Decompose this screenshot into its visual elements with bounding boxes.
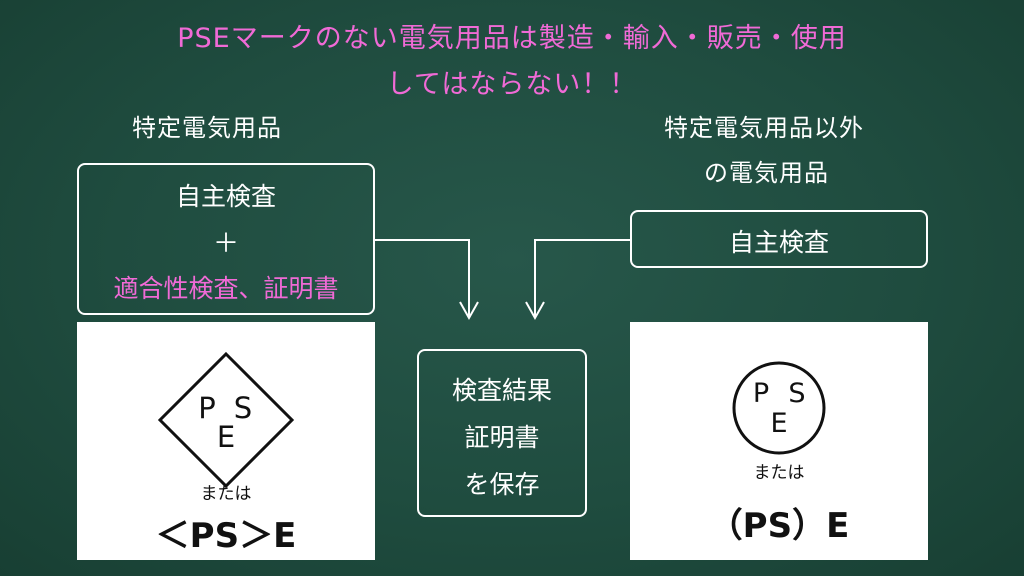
right-alt-mark: （PS）E <box>708 506 850 546</box>
left-box-conformity-inspection: 適合性検査、証明書 <box>113 274 339 303</box>
left-to-center-arrow <box>375 239 470 316</box>
left-inspection-box: 自主検査 ＋ 適合性検査、証明書 <box>77 163 375 315</box>
pse-diamond-mark: P S E <box>157 351 295 489</box>
left-heading: 特定電気用品 <box>132 114 282 142</box>
right-or-text: または <box>753 463 805 483</box>
right-to-center-arrow <box>534 239 630 316</box>
right-arrow-head-icon <box>525 301 545 321</box>
right-heading-line-1: 特定電気用品以外 <box>664 114 864 142</box>
left-box-plus: ＋ <box>212 229 239 259</box>
left-arrow-head-icon <box>459 301 479 321</box>
circle-letter-s: S <box>788 378 805 409</box>
pse-circle-mark: P S E <box>732 361 826 455</box>
right-box-self-inspection: 自主検査 <box>728 228 829 257</box>
title-line-1: PSEマークのない電気用品は製造・輸入・販売・使用 <box>177 23 847 54</box>
diamond-letter-p: P <box>198 391 216 425</box>
diamond-letter-s: S <box>234 391 252 425</box>
left-box-self-inspection: 自主検査 <box>175 182 276 211</box>
right-mark-panel: P S E または （PS）E <box>630 322 928 560</box>
left-mark-panel: P S E または ＜PS＞E <box>77 322 375 560</box>
right-heading-line-2: の電気用品 <box>704 159 829 187</box>
circle-letter-e: E <box>770 408 787 439</box>
center-line-1: 検査結果 <box>451 376 552 405</box>
title-line-2: してはならない！！ <box>386 69 638 100</box>
center-line-3: を保存 <box>464 470 540 499</box>
diamond-letter-e: E <box>217 420 235 454</box>
circle-outline-shape <box>732 361 826 455</box>
left-or-text: または <box>200 484 252 504</box>
center-line-2: 証明書 <box>464 423 540 452</box>
left-alt-mark: ＜PS＞E <box>155 516 297 556</box>
circle-letter-p: P <box>753 378 769 409</box>
right-inspection-box: 自主検査 <box>630 210 928 268</box>
diamond-outline-shape <box>157 351 295 489</box>
center-records-box: 検査結果 証明書 を保存 <box>417 349 587 517</box>
